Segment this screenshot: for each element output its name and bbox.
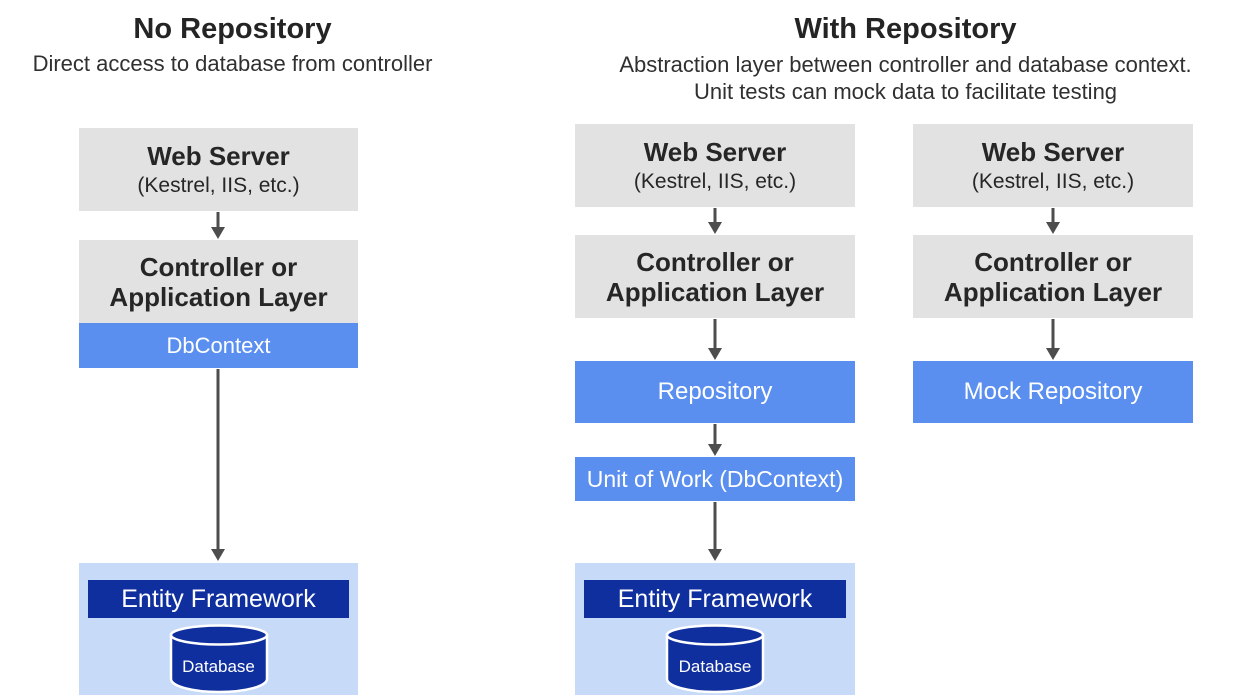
arrow-uow-to-ef — [707, 502, 723, 561]
web-server-title: Web Server — [981, 137, 1125, 167]
web-server-title: Web Server — [147, 141, 290, 171]
repository-label: Repository — [657, 378, 773, 405]
mock-repository-box: Mock Repository — [913, 361, 1193, 423]
arrow-repository-to-uow — [707, 424, 723, 456]
with-repository-subtitle-line1: Abstraction layer between controller and… — [619, 52, 1192, 77]
controller-box-no-repo: Controller or Application Layer — [79, 240, 358, 323]
arrow-webserver-to-controller-repo — [707, 208, 723, 234]
controller-line2: Application Layer — [109, 281, 328, 312]
controller-line1: Controller or — [139, 251, 298, 282]
entity-framework-label: Entity Framework — [617, 584, 813, 613]
web-server-box-mock: Web Server (Kestrel, IIS, etc.) — [913, 124, 1193, 207]
dbcontext-box: DbContext — [79, 323, 358, 368]
no-repository-title: No Repository — [133, 13, 332, 45]
no-repository-header: No Repository Direct access to database … — [15, 13, 450, 77]
controller-line1: Controller or — [974, 246, 1132, 277]
entity-framework-header: Entity Framework — [584, 580, 846, 618]
with-repository-subtitle-line2: Unit tests can mock data to facilitate t… — [693, 79, 1118, 104]
arrow-controller-to-repository — [707, 319, 723, 360]
arrow-webserver-to-controller-mock — [1045, 208, 1061, 234]
with-repository-header: With Repository Abstraction layer betwee… — [577, 13, 1234, 105]
with-repository-title: With Repository — [794, 13, 1017, 45]
database-cylinder-icon: Database — [169, 624, 269, 694]
web-server-box-repo: Web Server (Kestrel, IIS, etc.) — [575, 124, 855, 207]
arrow-controller-to-mock-repository — [1045, 319, 1061, 360]
ef-container-repo: Entity Framework Database — [575, 563, 855, 695]
ef-container-no-repo: Entity Framework Database — [79, 563, 358, 695]
controller-line2: Application Layer — [943, 276, 1163, 307]
unit-of-work-box: Unit of Work (DbContext) — [575, 457, 855, 501]
web-server-subtitle: (Kestrel, IIS, etc.) — [633, 170, 797, 193]
entity-framework-header: Entity Framework — [88, 580, 349, 618]
unit-of-work-label: Unit of Work (DbContext) — [586, 465, 844, 492]
mock-repository-label: Mock Repository — [963, 378, 1143, 405]
repository-box: Repository — [575, 361, 855, 423]
controller-box-repo: Controller or Application Layer — [575, 235, 855, 318]
database-label: Database — [678, 657, 752, 676]
arrow-webserver-to-controller-no-repo — [210, 212, 226, 239]
entity-framework-label: Entity Framework — [121, 584, 316, 613]
controller-line1: Controller or — [636, 246, 794, 277]
web-server-title: Web Server — [643, 137, 787, 167]
web-server-box-no-repo: Web Server (Kestrel, IIS, etc.) — [79, 128, 358, 211]
database-cylinder-icon: Database — [665, 624, 765, 694]
dbcontext-label: DbContext — [166, 332, 271, 358]
arrow-dbcontext-to-ef — [210, 369, 226, 561]
controller-box-mock: Controller or Application Layer — [913, 235, 1193, 318]
web-server-subtitle: (Kestrel, IIS, etc.) — [137, 174, 300, 197]
database-label: Database — [182, 657, 255, 676]
no-repository-subtitle: Direct access to database from controlle… — [32, 51, 433, 76]
web-server-subtitle: (Kestrel, IIS, etc.) — [971, 170, 1135, 193]
controller-line2: Application Layer — [605, 276, 825, 307]
